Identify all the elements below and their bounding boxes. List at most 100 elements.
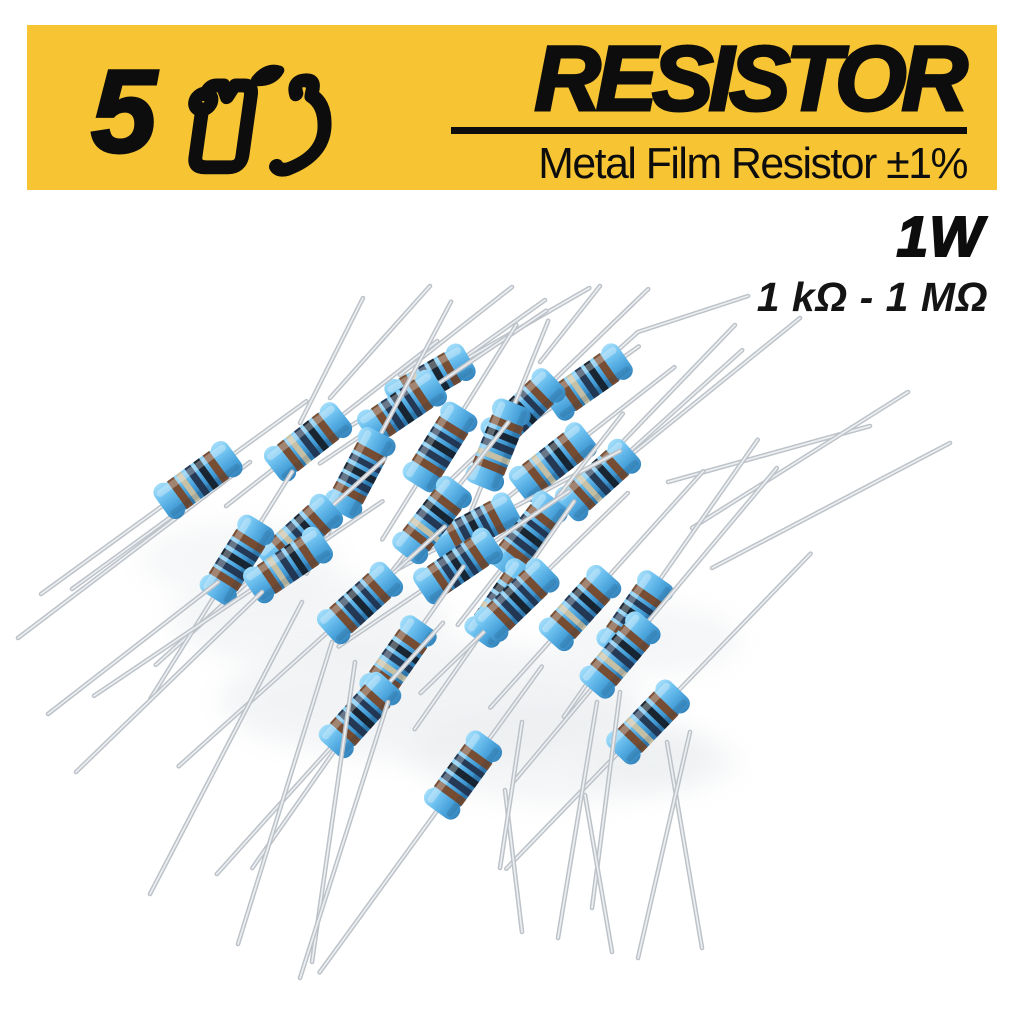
color-band-navy <box>604 642 635 670</box>
gloss-highlight <box>406 404 455 478</box>
end-cap <box>625 611 661 645</box>
color-band-brown <box>293 536 320 570</box>
lead-wire-highlight <box>237 641 333 945</box>
color-band-navy <box>564 594 595 623</box>
under-shade <box>336 582 401 642</box>
color-band-black <box>423 435 457 459</box>
color-band-brown <box>407 379 434 413</box>
gloss-highlight <box>322 675 381 740</box>
color-band-navy <box>214 557 248 582</box>
end-cap <box>607 438 642 474</box>
lead-wire-highlight <box>609 324 736 456</box>
color-band-brown <box>256 560 283 594</box>
color-band-black <box>427 358 451 392</box>
thai-vowel-mai-han-akat <box>250 64 284 87</box>
gloss-highlight <box>491 494 547 562</box>
color-band-navy <box>480 436 515 456</box>
color-band-brown <box>556 432 584 465</box>
color-band-navy <box>574 366 600 399</box>
soft-shadow <box>580 734 740 790</box>
promo-banner: 5 RESISTOR Metal Film Resistor ±1% <box>27 25 997 190</box>
color-band-brown <box>549 610 581 639</box>
gloss-highlight <box>260 497 325 556</box>
color-band-brown <box>498 538 531 566</box>
gloss-highlight <box>246 530 317 581</box>
end-cap <box>263 445 297 482</box>
gloss-highlight <box>427 733 480 803</box>
color-band-black <box>343 461 377 485</box>
color-band-navy <box>474 506 496 540</box>
resistor <box>418 490 631 696</box>
product-subtitle: Metal Film Resistor ±1% <box>538 138 968 188</box>
color-band-navy <box>625 593 657 619</box>
lead-wire-highlight <box>93 500 384 697</box>
end-cap <box>392 531 429 565</box>
color-band-brown <box>435 415 469 441</box>
quantity-label: 5 <box>90 52 343 185</box>
color-band-navy <box>429 426 462 450</box>
color-band-navy <box>505 530 537 557</box>
color-band-tan <box>285 434 312 465</box>
color-band-brown <box>426 561 453 595</box>
color-band-black <box>193 458 219 490</box>
color-band-brown <box>525 504 558 532</box>
color-band-black <box>591 458 620 489</box>
color-band-brown <box>353 442 388 466</box>
color-band-brown <box>518 569 548 600</box>
end-cap <box>655 679 690 714</box>
color-band-black <box>345 701 375 729</box>
lead-wire-highlight <box>584 794 613 953</box>
color-band-brown <box>329 602 358 634</box>
color-band-brown <box>370 403 397 437</box>
end-cap <box>366 671 402 706</box>
lead-wire <box>615 293 751 353</box>
color-band-brown <box>617 723 648 753</box>
resistor <box>379 322 519 542</box>
gloss-highlight <box>320 565 385 624</box>
color-band-brown <box>522 459 550 492</box>
color-band-brown <box>482 500 506 535</box>
end-cap <box>316 609 351 645</box>
resistor <box>223 338 440 509</box>
end-cap <box>491 398 531 426</box>
gloss-highlight <box>542 568 601 633</box>
resistor <box>147 469 295 702</box>
end-cap <box>309 493 344 529</box>
color-band-brown <box>411 453 445 479</box>
lead-wire-highlight <box>539 285 601 363</box>
color-band-black <box>447 762 479 788</box>
gloss-highlight <box>512 425 580 481</box>
lead-wire-highlight <box>299 297 364 424</box>
end-cap <box>153 482 186 520</box>
color-band-black <box>547 440 575 472</box>
resistor <box>503 551 813 872</box>
color-band-brown <box>311 412 339 445</box>
color-band-brown <box>362 572 391 604</box>
color-band-navy <box>293 427 321 459</box>
under-shade <box>339 691 399 756</box>
gloss-highlight <box>477 561 541 622</box>
color-band-brown <box>202 450 230 484</box>
thai-letter-wo-waen <box>268 73 332 177</box>
color-band-brown <box>459 743 493 771</box>
color-band-brown <box>590 657 622 686</box>
resistor <box>455 411 626 628</box>
end-cap <box>324 489 363 519</box>
end-cap <box>243 566 275 604</box>
color-band-brown <box>277 439 305 472</box>
end-cap <box>579 665 615 699</box>
end-cap <box>474 607 509 642</box>
end-cap <box>491 492 521 531</box>
color-band-black <box>583 360 609 393</box>
color-band-brown <box>579 577 611 606</box>
under-shade <box>526 444 595 499</box>
lead-wire-highlight <box>299 701 389 979</box>
color-band-brown <box>592 353 620 386</box>
lead-wire-highlight <box>691 391 909 529</box>
gloss-highlight <box>362 618 415 689</box>
product-title: RESISTOR <box>533 28 970 130</box>
color-band-black <box>220 548 254 572</box>
end-cap <box>210 440 243 478</box>
color-band-tan <box>565 373 591 405</box>
